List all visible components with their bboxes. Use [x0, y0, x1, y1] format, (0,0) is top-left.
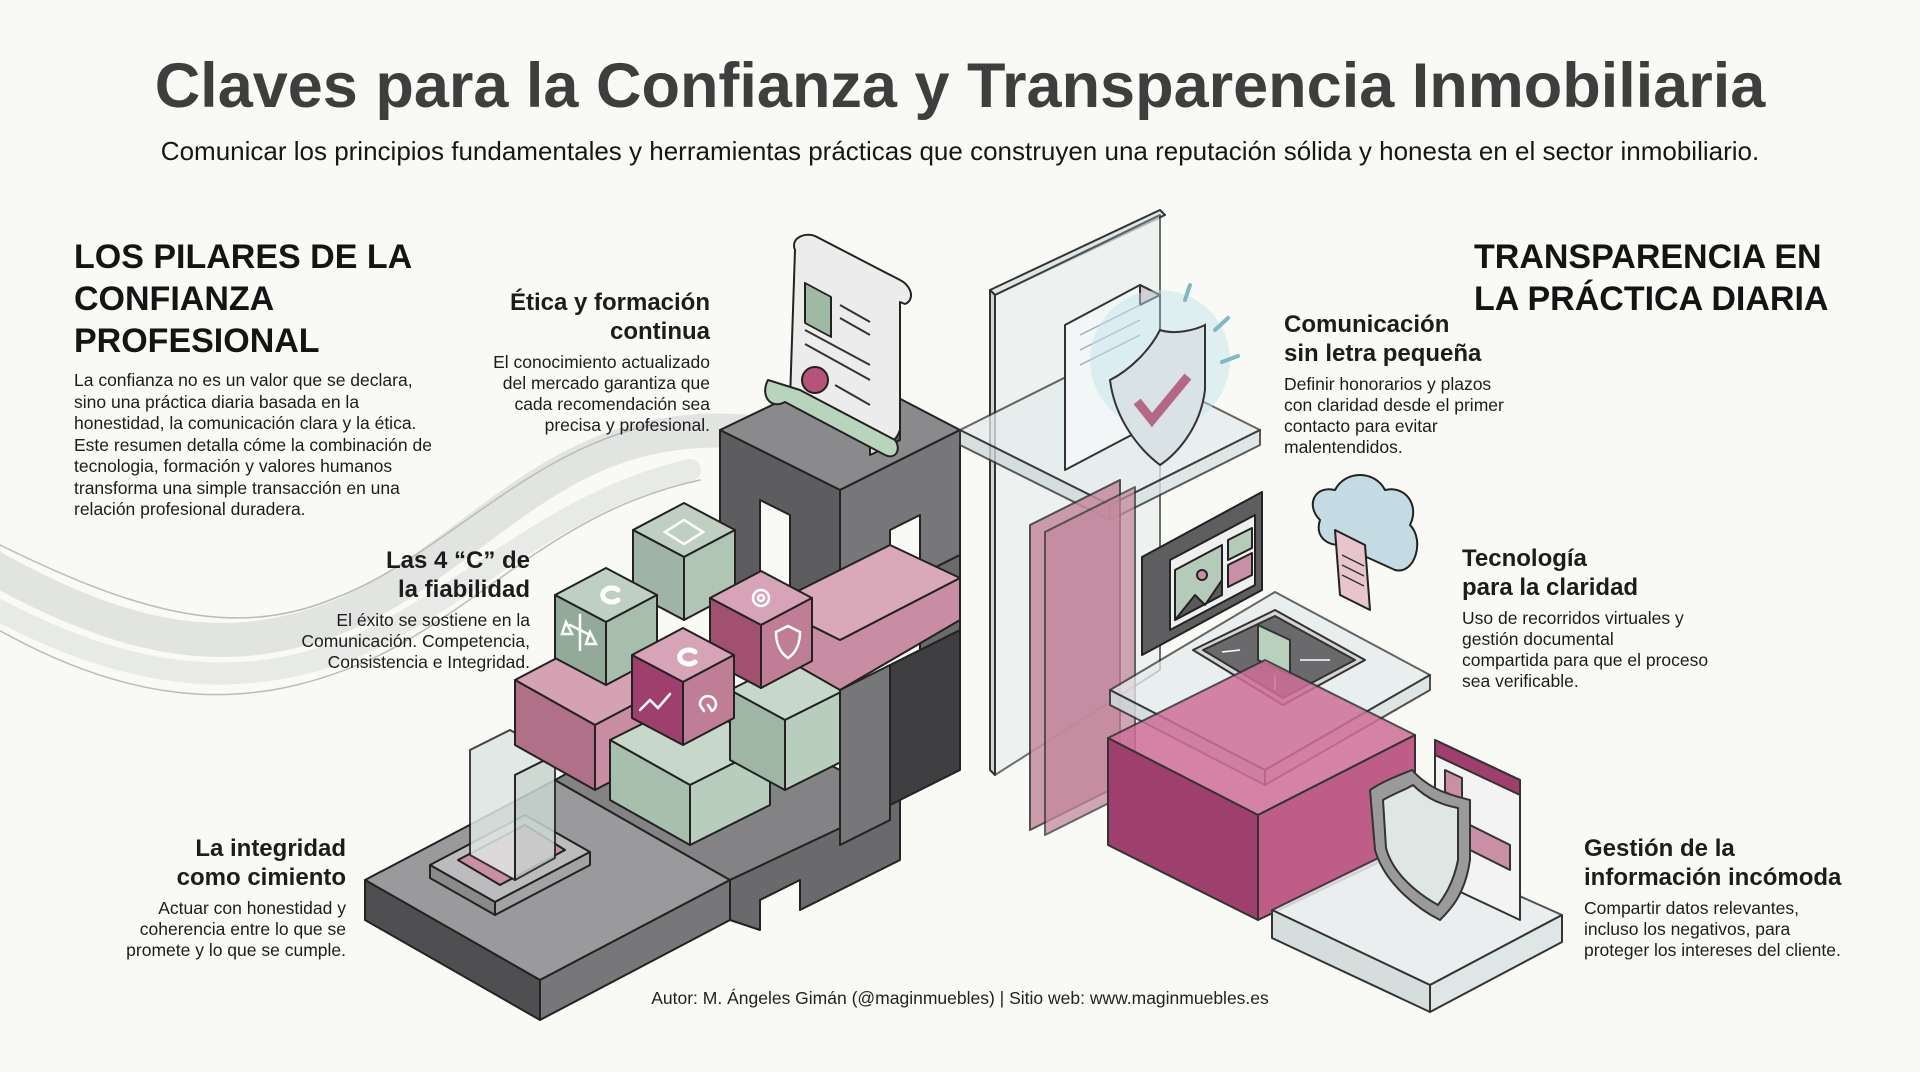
left-heading-line-2: CONFIANZA — [74, 280, 275, 318]
shield-icon — [774, 624, 802, 660]
clear-communication-block: Comunicación sin letra pequeña Definir h… — [1284, 310, 1584, 458]
left-section-heading: LOS PILARES DE LA CONFIANZA PROFESIONAL — [74, 236, 412, 362]
block-title: Ética y formación continua — [509, 289, 710, 345]
uncomfortable-info-block: Gestión de la información incómoda Compa… — [1584, 834, 1904, 961]
block-title: Tecnología para la claridad — [1462, 545, 1639, 601]
block-body: El éxito se sostiene en la Comunicación.… — [301, 610, 530, 672]
block-body: Actuar con honestidad y coherencia entre… — [126, 898, 346, 960]
house-icon — [662, 518, 706, 546]
secure-info-tray — [1271, 739, 1563, 1013]
block-title: Las 4 “C” de la fiabilidad — [385, 547, 530, 603]
block-title: Gestión de la información incómoda — [1584, 835, 1842, 891]
page-subtitle: Comunicar los principios fundamentales y… — [160, 136, 1760, 166]
refresh-icon — [698, 694, 718, 713]
right-heading-line-2: LA PRÁCTICA DIARIA — [1474, 280, 1829, 318]
four-c-block: Las 4 “C” de la fiabilidad El éxito se s… — [250, 546, 530, 673]
technology-block: Tecnología para la claridad Uso de recor… — [1462, 544, 1782, 692]
right-heading-line-1: TRANSPARENCIA EN — [1474, 238, 1822, 276]
four-c-cubes — [554, 502, 813, 746]
integrity-foundation-block — [364, 729, 731, 1021]
scales-icon — [560, 613, 599, 652]
cloud-documents-icon — [1311, 474, 1419, 611]
trend-arrow-icon — [638, 692, 672, 712]
cube-icon-glyphs — [560, 518, 802, 713]
left-heading-line-3: PROFESIONAL — [74, 322, 320, 360]
left-heading-line-1: LOS PILARES DE LA — [74, 238, 413, 276]
right-section-heading: TRANSPARENCIA EN LA PRÁCTICA DIARIA — [1474, 236, 1828, 320]
c-letter-icon — [600, 585, 621, 605]
block-title: Comunicación sin letra pequeña — [1284, 311, 1482, 367]
page-title: Claves para la Confianza y Transparencia… — [154, 51, 1766, 121]
left-intro-text: La confianza no es un valor que se decla… — [74, 370, 432, 519]
gear-icon — [751, 588, 771, 608]
virtual-tour-browser-icon — [1141, 491, 1263, 656]
integrity-block: La integridad como cimiento Actuar con h… — [70, 834, 346, 961]
shield-check-icon — [1090, 283, 1240, 467]
ethics-training-block: Ética y formación continua El conocimien… — [440, 288, 710, 436]
author-credit: Autor: M. Ángeles Gimán (@maginmuebles) … — [651, 988, 1269, 1008]
block-body: Uso de recorridos virtuales y gestión do… — [1462, 608, 1709, 691]
certificate-scroll-icon — [764, 233, 912, 458]
swoosh-ribbon-decoration — [0, 413, 807, 696]
c-letter-icon — [677, 647, 698, 667]
magenta-box — [1107, 659, 1416, 921]
block-title: La integridad como cimiento — [176, 835, 346, 891]
block-body: El conocimiento actualizado del mercado … — [493, 352, 710, 435]
block-body: Compartir datos relevantes, incluso los … — [1584, 898, 1841, 960]
block-body: Definir honorarios y plazos con claridad… — [1284, 374, 1504, 457]
